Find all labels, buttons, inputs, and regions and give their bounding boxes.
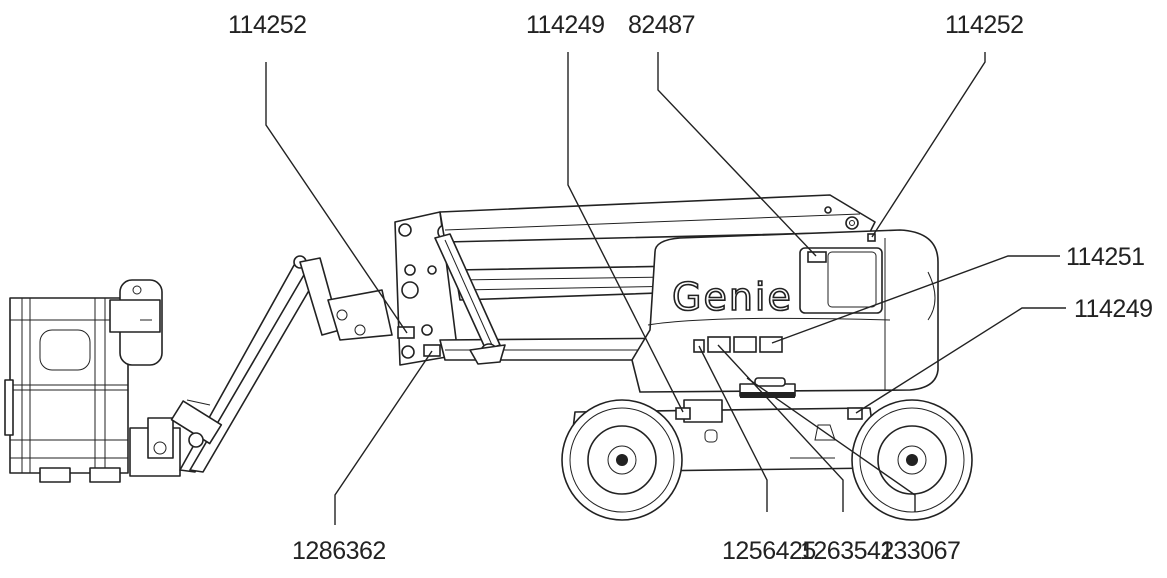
front-wheel (561, 399, 683, 521)
label-114252-left: 114252 (228, 11, 307, 39)
leader-133067 (746, 377, 916, 512)
leader-1256425 (698, 345, 768, 512)
leader-1286362 (334, 350, 433, 525)
leader-lines (265, 52, 1066, 525)
leader-1263542 (717, 344, 844, 512)
rear-wheel (851, 399, 973, 521)
part-number-labels: 114252 114249 82487 114252 114251 114249… (228, 11, 1153, 565)
leader-114252-right (871, 52, 986, 238)
label-114251: 114251 (1066, 243, 1145, 271)
genie-logo: Genie (672, 275, 793, 319)
decal-114249-left (675, 407, 691, 420)
label-114249-right: 114249 (1074, 295, 1153, 323)
lift-cylinder (434, 233, 506, 365)
label-1263542: 1263542 (800, 537, 894, 565)
decal-114252-right (867, 233, 876, 242)
boom-lift-illustration: Genie (4, 194, 973, 521)
leader-114249-right (855, 307, 1066, 414)
label-1286362: 1286362 (292, 537, 386, 565)
leader-114252-left (265, 62, 408, 334)
jib-knuckle (327, 289, 393, 341)
decal-82487 (807, 251, 827, 263)
label-114252-right: 114252 (945, 11, 1024, 39)
decal-114249-right (847, 407, 863, 420)
label-114249-top: 114249 (526, 11, 605, 39)
leader-82487 (657, 52, 817, 257)
leader-114249-top (567, 52, 684, 413)
jib-boom (170, 255, 341, 473)
platform-basket (4, 279, 181, 483)
label-82487: 82487 (628, 11, 695, 39)
decal-1263542 (707, 336, 731, 353)
decal-1286362 (423, 344, 441, 357)
decal-114251 (759, 336, 783, 353)
decal-133067 (733, 336, 757, 353)
leader-114251 (771, 255, 1060, 344)
turntable: Genie (631, 229, 939, 398)
label-1256425: 1256425 (722, 537, 816, 565)
label-133067: 133067 (880, 537, 960, 565)
